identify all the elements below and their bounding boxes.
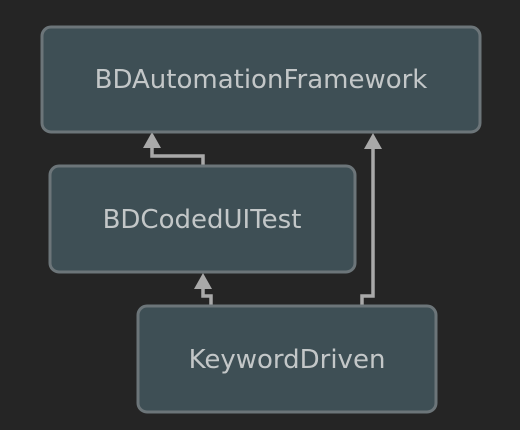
edge-keyword-to-framework bbox=[360, 133, 382, 306]
node-label: BDCodedUITest bbox=[103, 205, 302, 235]
node-label: KeywordDriven bbox=[189, 345, 386, 375]
node-bdautomationframework[interactable]: BDAutomationFramework bbox=[40, 25, 482, 134]
node-label: BDAutomationFramework bbox=[95, 65, 428, 95]
node-bdcodeduitest[interactable]: BDCodedUITest bbox=[48, 164, 357, 274]
edge-keyword-to-codedui bbox=[194, 273, 213, 306]
edge-codedui-to-framework bbox=[143, 132, 205, 166]
node-keyworddriven[interactable]: KeywordDriven bbox=[136, 304, 438, 414]
